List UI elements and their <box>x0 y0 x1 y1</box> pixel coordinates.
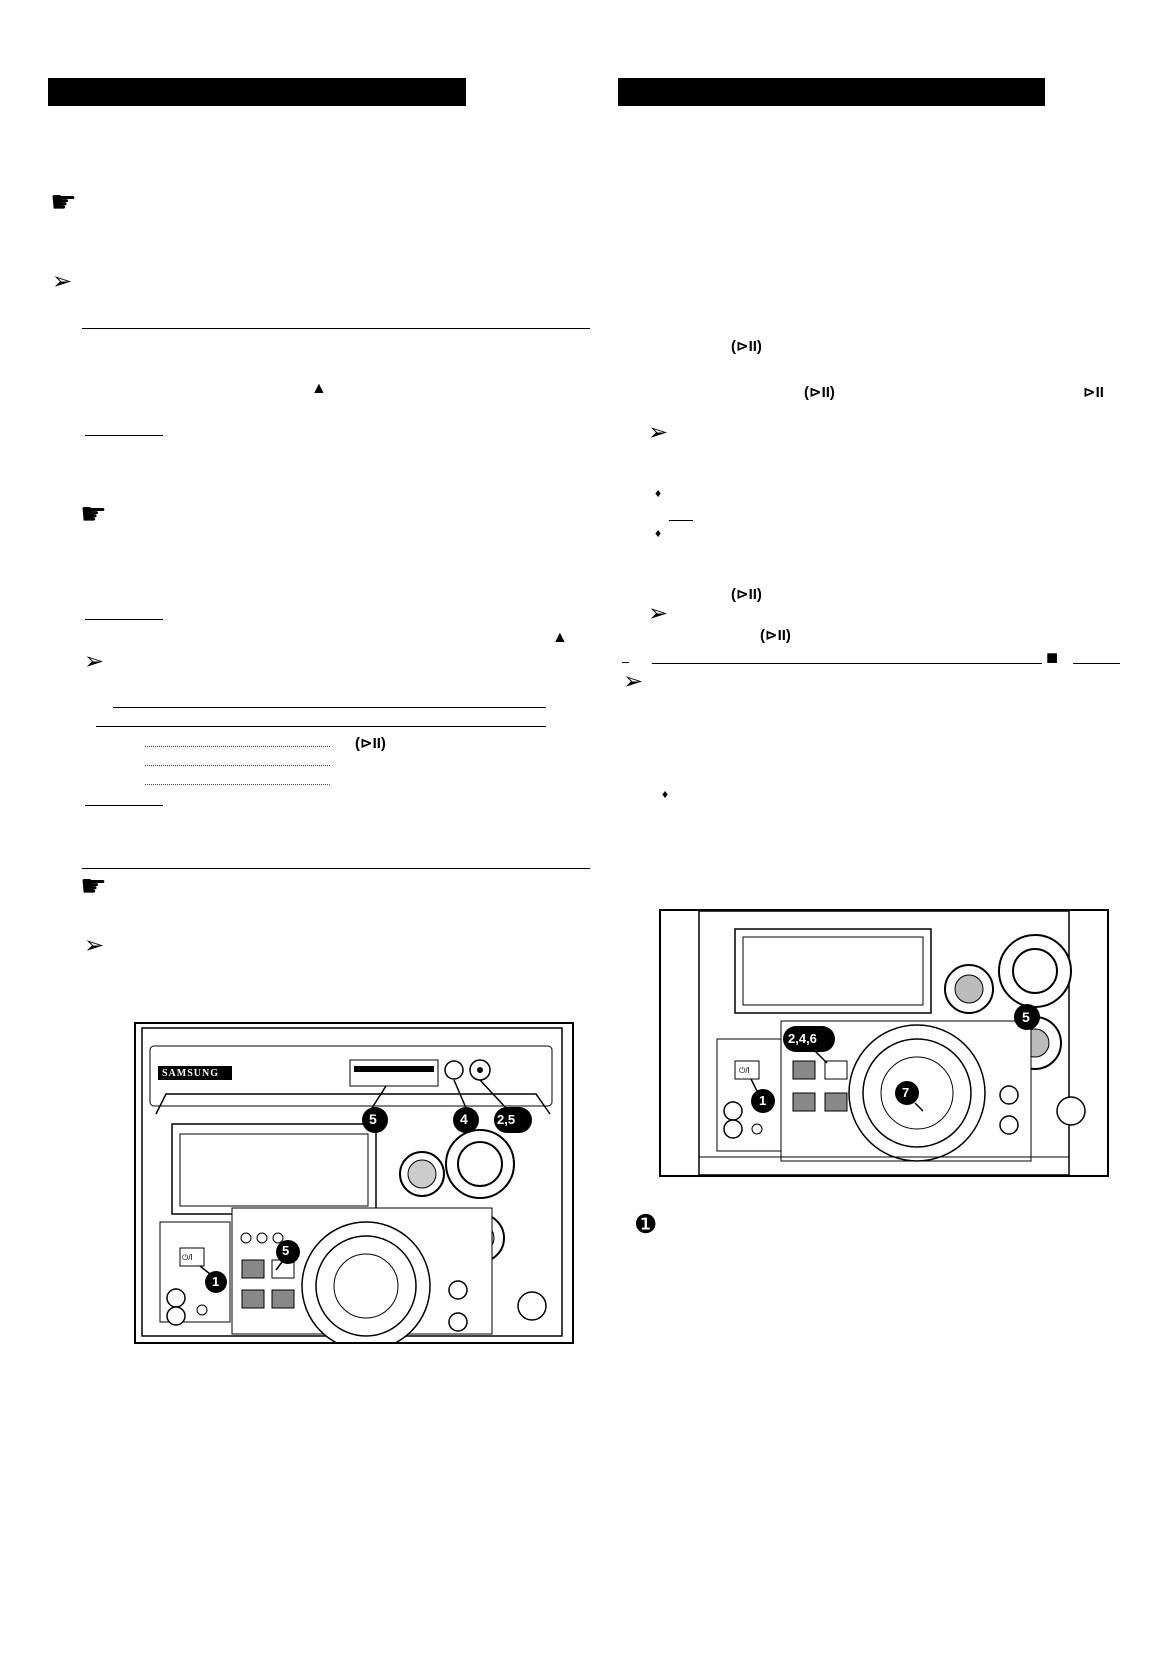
info-note-icon: ❶ <box>634 1209 658 1239</box>
stop-icon: ■ <box>1046 647 1059 669</box>
right-dash-mark <box>622 662 629 663</box>
left-divider-2 <box>82 868 590 869</box>
left-table-dotted-1 <box>145 746 330 747</box>
right-play-pause-symbol-1: (⊳II) <box>731 338 762 355</box>
right-play-pause-symbol-2: (⊳II) <box>804 384 835 401</box>
left-note-pointer-icon-2: ☛ <box>80 498 107 531</box>
right-tip-arrow-icon-1: ➢ <box>648 419 669 446</box>
power-button-label: ⏻/I <box>182 1253 193 1262</box>
left-divider-1 <box>82 328 590 329</box>
right-bullet-1: ♦ <box>655 486 662 500</box>
brand-logo: SAMSUNG <box>162 1068 220 1079</box>
callout-1-power: 1 <box>212 1274 220 1289</box>
callout-5-cd-button: 5 <box>282 1243 290 1258</box>
right-play-pause-symbol-5: (⊳II) <box>760 627 791 644</box>
right-section-header-bar <box>618 78 1045 106</box>
left-table-rule-mid <box>96 726 546 727</box>
right-tip-arrow-icon-3: ➢ <box>623 668 644 695</box>
right-divider-left <box>652 663 1042 664</box>
callout-1-power: 1 <box>759 1093 767 1108</box>
eject-icon: ▲ <box>311 380 327 397</box>
left-table-dotted-2 <box>145 765 330 766</box>
right-play-pause-icon-3: ⊳II <box>1083 384 1104 401</box>
right-bullet-3: ♦ <box>662 787 669 801</box>
left-tip-arrow-icon: ➢ <box>52 268 73 295</box>
left-table-rule-top <box>113 707 546 708</box>
right-divider-right <box>1073 663 1120 664</box>
left-play-pause-symbol: (⊳II) <box>355 735 386 752</box>
left-tip-arrow-icon-2: ➢ <box>84 648 105 675</box>
left-unit-front-panel-illustration: SAMSUNG ⏻/I 5 4 2,5 5 1 <box>134 1022 574 1344</box>
right-play-pause-symbol-4: (⊳II) <box>731 586 762 603</box>
eject-icon-2: ▲ <box>552 629 568 646</box>
right-unit-front-panel-illustration: ⏻/I 5 2,4,6 7 1 <box>659 909 1109 1177</box>
left-table-dotted-3 <box>145 784 330 785</box>
callout-2-4-6-cd-button: 2,4,6 <box>788 1031 817 1046</box>
right-short-rule <box>669 520 693 521</box>
callout-7-jog-dial: 7 <box>902 1085 910 1100</box>
left-step-underline-2 <box>85 619 163 620</box>
left-note-pointer-icon-3: ☛ <box>80 870 107 903</box>
left-section-header-bar <box>48 78 466 106</box>
left-note-pointer-icon: ☛ <box>50 186 77 219</box>
left-step-underline-1 <box>85 435 163 436</box>
right-tip-arrow-icon-2: ➢ <box>648 600 669 627</box>
callout-5-disc-slot: 5 <box>369 1111 377 1127</box>
callout-2-5-play: 2,5 <box>497 1112 516 1127</box>
right-bullet-2: ♦ <box>655 526 662 540</box>
callout-5-volume: 5 <box>1022 1009 1030 1025</box>
power-button-label: ⏻/I <box>739 1066 750 1075</box>
callout-4-open-close: 4 <box>460 1111 468 1127</box>
left-tip-arrow-icon-3: ➢ <box>84 932 105 959</box>
left-step-underline-3 <box>85 805 163 806</box>
